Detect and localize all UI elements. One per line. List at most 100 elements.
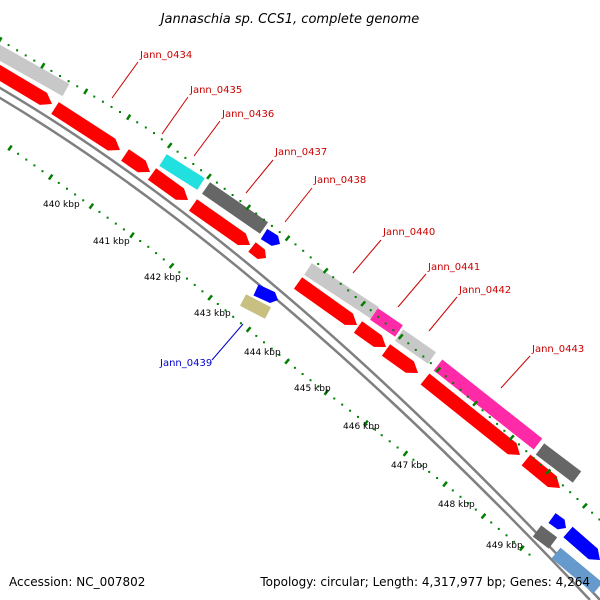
- gene-leader-line: [111, 61, 139, 99]
- ruler-dot: [412, 458, 415, 461]
- ruler-dot: [407, 342, 410, 345]
- kbp-tick-label: 443 kbp: [194, 309, 231, 319]
- ruler-dot: [201, 290, 204, 293]
- ruler-major-tick: [47, 173, 54, 181]
- ruler-dot: [153, 132, 155, 135]
- ruler-dot: [369, 309, 372, 312]
- map-title: Jannaschia sp. CCS1, complete genome: [158, 12, 420, 27]
- feature-arrow-blue: [260, 228, 280, 246]
- ruler-dot: [232, 315, 235, 318]
- ruler-major-tick: [363, 419, 369, 427]
- ruler-dot: [216, 303, 219, 305]
- feature-arrow-red: [353, 321, 386, 347]
- feature-arrow-red: [189, 199, 250, 245]
- ruler-dot: [576, 498, 579, 500]
- gene-leader-line: [352, 239, 382, 274]
- ruler-major-tick: [245, 204, 252, 211]
- ruler-dot: [239, 200, 242, 203]
- gene-label[interactable]: Jann_0440: [382, 227, 435, 238]
- kbp-tick-label: 441 kbp: [93, 237, 130, 247]
- ruler-dot: [155, 252, 158, 255]
- gene-label[interactable]: Jann_0442: [458, 285, 511, 296]
- backbone-line: [0, 86, 600, 600]
- ruler-dot: [420, 464, 423, 467]
- kbp-tick-label: 448 kbp: [438, 500, 475, 510]
- gene-label[interactable]: Jann_0436: [221, 109, 274, 120]
- ruler-dot: [384, 322, 387, 325]
- ruler-dot: [25, 158, 28, 161]
- gene-label[interactable]: Jann_0437: [274, 147, 327, 158]
- ruler-dot: [76, 85, 79, 88]
- ruler-dot: [388, 440, 391, 443]
- ruler-dot: [540, 463, 542, 466]
- ruler-dot: [561, 484, 564, 487]
- gene-label[interactable]: Jann_0443: [531, 344, 584, 355]
- ruler-dot: [162, 258, 165, 261]
- ruler-major-tick: [545, 468, 552, 475]
- ruler-dot: [333, 397, 336, 400]
- ruler-dot: [302, 249, 305, 252]
- ruler-dot: [193, 283, 196, 286]
- ruler-dot: [518, 443, 520, 446]
- ruler-major-tick: [360, 300, 367, 307]
- ruler-dot: [7, 44, 10, 47]
- ruler-dot: [200, 169, 203, 172]
- gene-leader-line: [428, 296, 458, 332]
- ruler-dot: [339, 282, 342, 285]
- backbone-line: [0, 96, 591, 600]
- gene-label[interactable]: Jann_0435: [189, 85, 242, 96]
- ruler-dot: [436, 477, 439, 479]
- feature-block-light-gray: [0, 44, 70, 97]
- feature-block-magenta: [433, 359, 543, 450]
- ruler-major-tick: [7, 144, 13, 152]
- ruler-dot: [270, 224, 273, 227]
- ruler-major-tick: [435, 366, 442, 373]
- gene-label-layer: Jann_0434Jann_0435Jann_0436Jann_0437Jann…: [111, 50, 584, 389]
- ruler-major-tick: [40, 62, 46, 69]
- kbp-tick-label: 445 kbp: [294, 384, 331, 394]
- gene-label[interactable]: Jann_0438: [313, 175, 366, 186]
- ruler-dot: [41, 170, 44, 173]
- ruler-dot: [263, 218, 265, 221]
- ruler-dot: [569, 491, 572, 494]
- gene-leader-line: [500, 355, 531, 389]
- ruler-dot: [525, 450, 528, 453]
- ruler-dot: [33, 164, 36, 167]
- gene-leader-line: [211, 323, 244, 361]
- feature-arrow-red: [51, 102, 121, 151]
- gene-label[interactable]: Jann_0434: [139, 50, 192, 61]
- ruler-major-tick: [581, 502, 588, 509]
- kbp-tick-label: 449 kbp: [486, 541, 523, 551]
- gene-label[interactable]: Jann_0439: [159, 358, 212, 369]
- ruler-dot: [106, 216, 109, 219]
- ruler-dot: [341, 403, 344, 406]
- ruler-dot: [223, 187, 226, 190]
- ruler-dot: [429, 362, 432, 365]
- ruler-major-tick: [129, 231, 135, 239]
- feature-arrow-blue: [563, 526, 600, 560]
- ruler-dot: [554, 477, 557, 480]
- feature-arrow-red: [147, 168, 188, 200]
- accession-text: Accession: NC_007802: [9, 575, 145, 589]
- gene-label[interactable]: Jann_0441: [427, 262, 480, 273]
- ruler-dot: [17, 152, 20, 155]
- ruler-dot: [497, 527, 500, 530]
- feature-block-gray: [532, 525, 558, 549]
- gene-leader-line: [245, 159, 274, 194]
- feature-arrow-red: [248, 242, 266, 259]
- ruler-dot: [505, 534, 508, 537]
- ruler-dot: [224, 309, 227, 312]
- ruler-major-tick: [88, 202, 95, 210]
- ruler-dot: [481, 409, 484, 412]
- ruler-dot: [239, 322, 242, 325]
- ruler-dot: [255, 334, 258, 337]
- ruler-dot: [231, 194, 234, 196]
- ruler-dot: [136, 121, 139, 124]
- ruler-dot: [377, 315, 380, 318]
- genome-backbone: [0, 86, 600, 600]
- ruler-dot: [160, 138, 163, 141]
- ruler-major-tick: [402, 450, 409, 457]
- feature-block-light-gray: [395, 329, 436, 364]
- ruler-major-tick: [166, 142, 173, 149]
- ruler-dot: [347, 289, 350, 292]
